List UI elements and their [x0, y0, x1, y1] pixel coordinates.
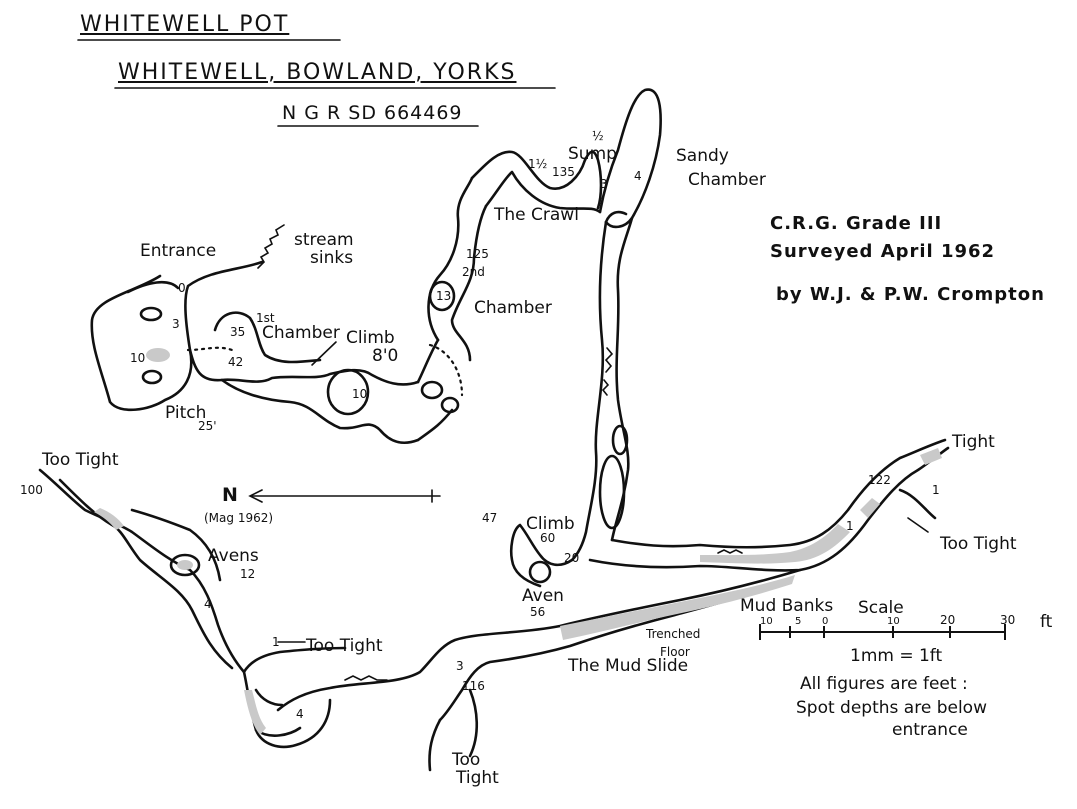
north-label: N	[222, 484, 238, 506]
scale-title: Scale	[858, 598, 904, 618]
scale-unit: ft	[1040, 612, 1053, 632]
climb-pointer	[311, 341, 337, 366]
west-passage	[38, 468, 347, 749]
label-the-crawl: The Crawl	[494, 205, 579, 225]
mud-slide-passage	[276, 568, 802, 772]
label-climb-upper: Climb	[346, 328, 395, 348]
scale-ratio: 1mm = 1ft	[850, 646, 943, 666]
second-chamber-crawl	[427, 150, 602, 362]
surveyed-text: Surveyed April 1962	[770, 241, 996, 262]
label-mud-banks: Mud Banks	[740, 596, 834, 616]
scale-bar-graphic	[759, 624, 1006, 640]
entrance-area	[90, 260, 264, 412]
scale-tick-10a: 10	[760, 616, 773, 627]
note-line-1: All figures are feet :	[800, 674, 968, 694]
spot-35: 35	[230, 325, 246, 339]
spot-4b: 4	[296, 707, 304, 721]
grade-text: C.R.G. Grade III	[770, 213, 943, 234]
spot-1-5: 1½	[528, 157, 548, 171]
spot-13: 13	[436, 289, 452, 303]
label-second: 2nd	[462, 265, 485, 279]
spot-4-sandy: 4	[634, 169, 642, 183]
spot-116: 116	[462, 679, 485, 693]
scale-tick-0: 0	[822, 616, 829, 627]
scale-tick-5: 5	[795, 616, 802, 627]
spot-1-ne: 1	[932, 483, 940, 497]
label-tight-ne: Tight	[952, 432, 995, 452]
label-too-tight-e: Too Tight	[940, 534, 1017, 554]
stream-sinks-line	[257, 224, 285, 269]
spot-135: 135	[552, 165, 575, 179]
north-arrow-graphic	[248, 489, 441, 503]
main-vertical-passage	[570, 210, 634, 562]
north-sub: (Mag 1962)	[204, 511, 274, 525]
label-too-tight-mid: Too Tight	[306, 636, 383, 656]
east-passage	[588, 438, 950, 572]
label-floor: Floor	[660, 645, 690, 659]
spot-1-east: 1	[846, 519, 854, 533]
note-line-3: entrance	[892, 720, 968, 740]
scale-tick-10b: 10	[887, 616, 900, 627]
spot-47: 47	[482, 511, 498, 525]
label-trenched: Trenched	[646, 627, 701, 641]
spot-125: 125	[466, 247, 489, 261]
label-aven-lower: Aven	[522, 586, 564, 606]
survey-location: WHITEWELL, BOWLAND, YORKS	[118, 60, 517, 85]
spot-56: 56	[530, 605, 546, 619]
label-first: 1st	[256, 311, 275, 325]
label-sandy: Sandy	[676, 146, 729, 166]
label-pitch-depth: 25'	[198, 419, 217, 433]
spot-10a: 10	[130, 351, 146, 365]
label-sinks: sinks	[310, 248, 354, 268]
scale-tick-30: 30	[1000, 613, 1016, 627]
label-climb-lower: Climb	[526, 514, 575, 534]
label-tight-bottom: Tight	[456, 768, 499, 788]
label-stream: stream	[294, 230, 354, 250]
label-second-chamber: Chamber	[474, 298, 552, 318]
spot-4a: 4	[204, 597, 212, 611]
label-avens-west: Avens	[208, 546, 259, 566]
spot-122: 122	[868, 473, 891, 487]
first-chamber-passage	[188, 311, 464, 444]
label-first-chamber: Chamber	[262, 323, 340, 343]
spot-half: ½	[592, 129, 604, 143]
spot-20: 20	[564, 551, 580, 565]
climb-aven-area	[509, 523, 574, 588]
survey-title: WHITEWELL POT	[80, 12, 290, 37]
label-the-mud-slide: The Mud Slide	[568, 656, 689, 676]
spot-12: 12	[240, 567, 256, 581]
scale-tick-20: 20	[940, 613, 956, 627]
label-sandy-chamber: Chamber	[688, 170, 766, 190]
label-sump: Sump	[568, 144, 617, 164]
spot-1c: 1	[272, 635, 280, 649]
spot-100: 100	[20, 483, 43, 497]
label-too: Too	[452, 750, 481, 770]
spot-3: 3	[172, 317, 180, 331]
spot-60: 60	[540, 531, 556, 545]
label-entrance: Entrance	[140, 241, 217, 261]
label-pitch: Pitch	[165, 403, 207, 423]
spot-3c: 3	[456, 659, 464, 673]
surveyors-text: by W.J. & P.W. Crompton	[776, 284, 1045, 305]
note-line-2: Spot depths are below	[796, 698, 987, 718]
spot-0: 0	[178, 281, 186, 295]
label-too-tight-nw: Too Tight	[42, 450, 119, 470]
spot-3b: 3	[600, 177, 608, 191]
spot-42: 42	[228, 355, 244, 369]
label-climb-upper-height: 8'0	[372, 346, 399, 366]
spot-10b: 10	[352, 387, 368, 401]
grid-reference: N G R SD 664469	[282, 102, 463, 124]
